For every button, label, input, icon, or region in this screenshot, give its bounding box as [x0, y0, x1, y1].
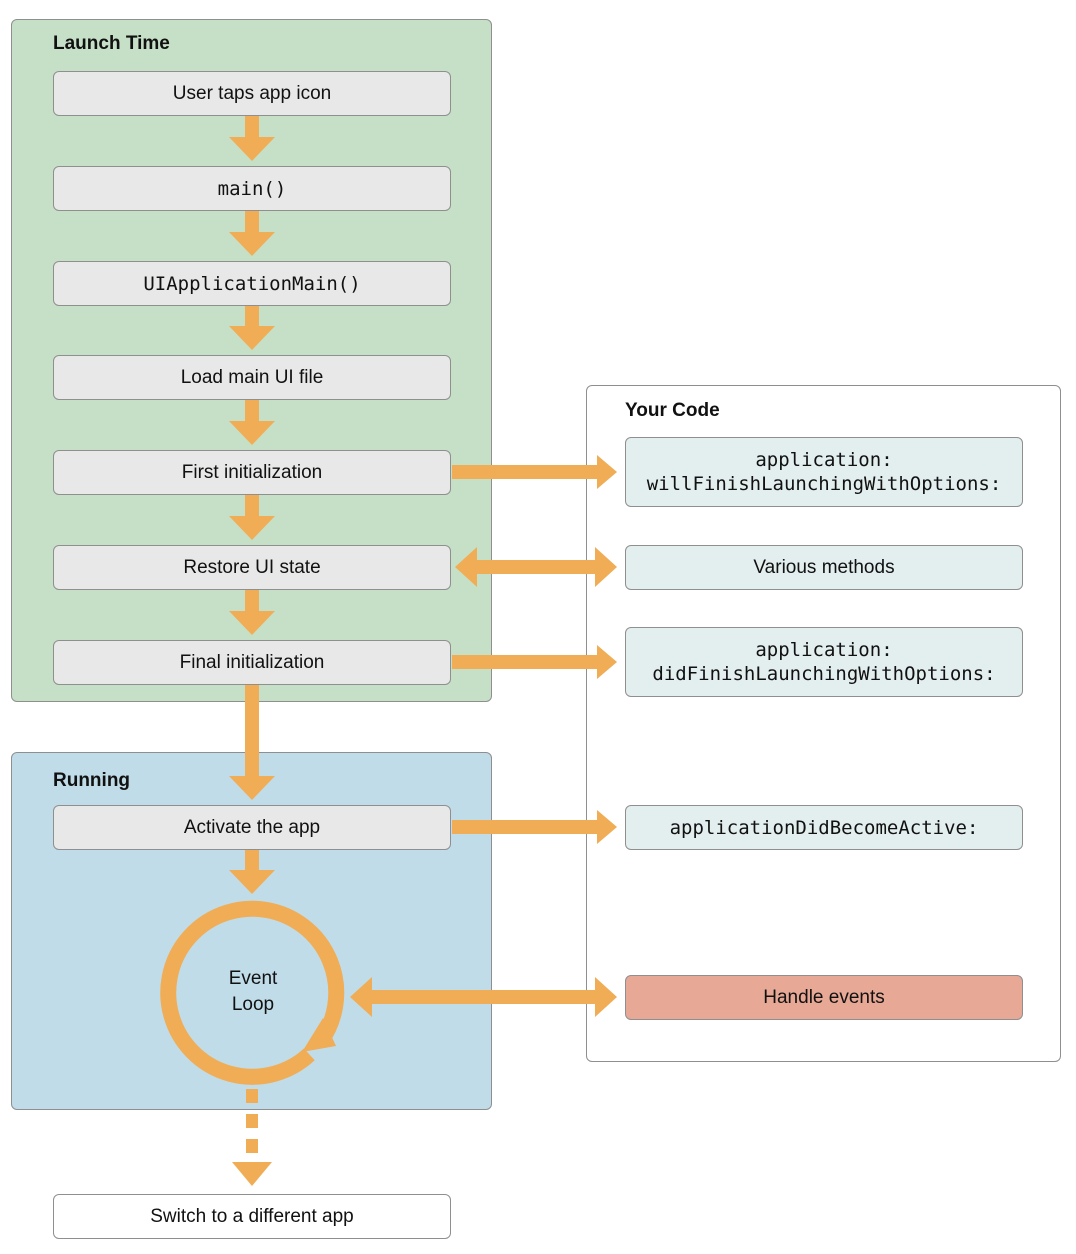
event-loop-line-1: Event — [228, 968, 278, 989]
step-user-taps-app-icon: User taps app icon — [53, 71, 451, 116]
step-main: main() — [53, 166, 451, 211]
exit-dash-2 — [246, 1114, 258, 1128]
exit-arrowhead — [232, 1162, 272, 1186]
arrow-down-1 — [229, 116, 275, 161]
code-will-finish-launching: application: willFinishLaunchingWithOpti… — [625, 437, 1023, 507]
code-will-finish-line-1: application: — [755, 449, 893, 471]
step-final-initialization: Final initialization — [53, 640, 451, 685]
launch-time-title: Launch Time — [53, 33, 170, 54]
arrow-down-5 — [229, 495, 275, 540]
arrow-right-final-init — [452, 645, 617, 679]
code-did-finish-launching: application: didFinishLaunchingWithOptio… — [625, 627, 1023, 697]
arrow-right-activate — [452, 810, 617, 844]
arrow-down-2 — [229, 211, 275, 256]
code-various-methods: Various methods — [625, 545, 1023, 590]
your-code-title: Your Code — [625, 400, 720, 421]
running-title: Running — [53, 770, 131, 791]
step-uiapplicationmain: UIApplicationMain() — [53, 261, 451, 306]
arrow-both-restore-ui — [455, 547, 617, 587]
event-loop-ring — [160, 900, 345, 1085]
code-handle-events: Handle events — [625, 975, 1023, 1020]
arrow-down-6 — [229, 590, 275, 635]
step-load-main-ui-file: Load main UI file — [53, 355, 451, 400]
arrow-down-3 — [229, 306, 275, 350]
event-loop-label: Event Loop — [193, 966, 313, 1018]
step-restore-ui-state: Restore UI state — [53, 545, 451, 590]
arrow-down-4 — [229, 400, 275, 445]
arrow-down-7 — [229, 685, 275, 800]
exit-dash-3 — [246, 1139, 258, 1153]
code-did-become-active: applicationDidBecomeActive: — [625, 805, 1023, 850]
code-will-finish-line-2: willFinishLaunchingWithOptions: — [646, 473, 1002, 495]
exit-dash-1 — [246, 1089, 258, 1103]
step-first-initialization: First initialization — [53, 450, 451, 495]
arrow-right-first-init — [452, 455, 617, 489]
step-switch-to-different-app: Switch to a different app — [53, 1194, 451, 1239]
code-did-finish-line-2: didFinishLaunchingWithOptions: — [652, 663, 996, 685]
arrow-down-8 — [229, 850, 275, 894]
arrow-both-handle-events — [350, 977, 617, 1017]
event-loop-line-2: Loop — [231, 994, 275, 1015]
event-loop-arrowhead — [302, 1018, 336, 1052]
code-did-finish-line-1: application: — [755, 639, 893, 661]
arrow-layer — [160, 116, 617, 1186]
step-activate-the-app: Activate the app — [53, 805, 451, 850]
